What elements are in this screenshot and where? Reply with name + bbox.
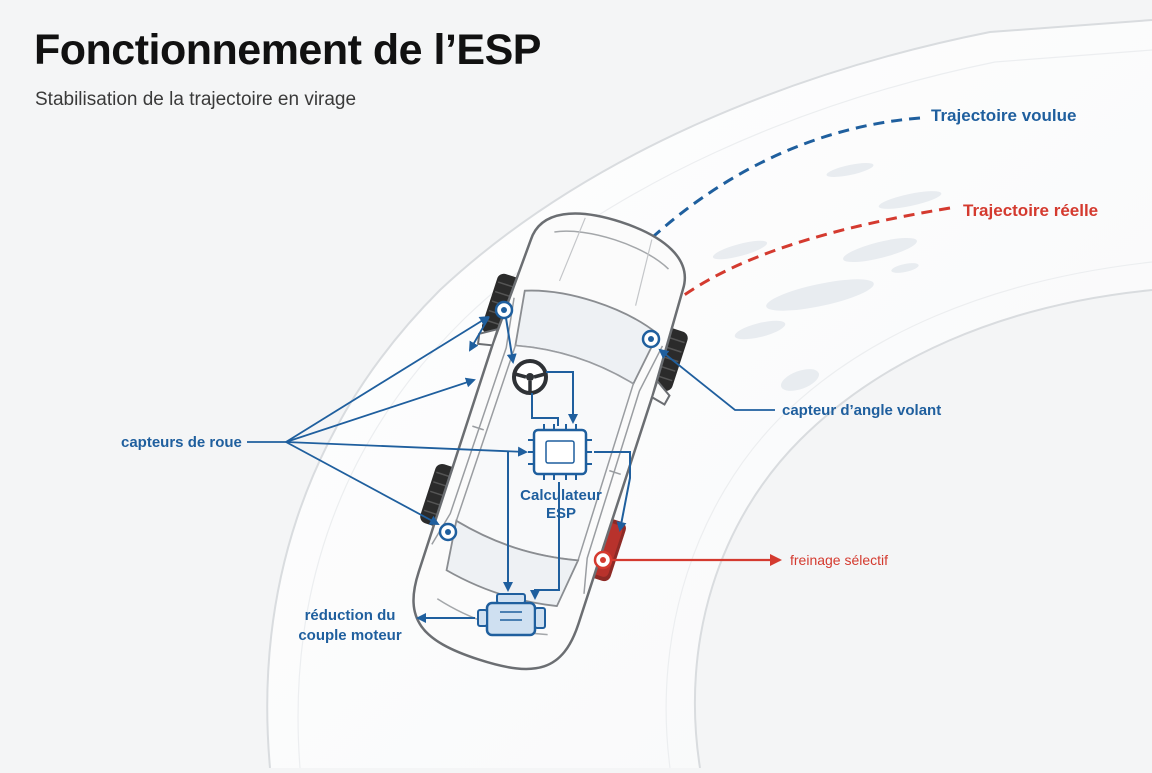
page-title: Fonctionnement de l’ESP bbox=[34, 26, 541, 74]
intended-trajectory-label: Trajectoire voulue bbox=[931, 106, 1077, 125]
selective-braking-label: freinage sélectif bbox=[790, 552, 888, 568]
torque-reduction-label-line2: couple moteur bbox=[298, 627, 402, 644]
wheel-speed-sensor-rear-left bbox=[438, 522, 458, 542]
wheel-speed-sensor-front-right bbox=[641, 329, 661, 349]
wheel-speed-sensor-front-left bbox=[494, 300, 514, 320]
steering-sensor-leader bbox=[658, 348, 775, 411]
actual-trajectory-label: Trajectoire réelle bbox=[963, 201, 1098, 220]
engine-icon bbox=[477, 593, 546, 637]
wet-patches bbox=[712, 163, 942, 391]
curved-road bbox=[266, 19, 1152, 769]
steering-wheel-icon bbox=[512, 359, 548, 395]
wheel-sensors-label: capteurs de roue bbox=[121, 434, 242, 451]
actual-trajectory-line bbox=[679, 206, 951, 300]
steering-angle-sensor-label: capteur d’angle volant bbox=[782, 402, 941, 419]
esp-ecu-chip-icon bbox=[528, 424, 592, 480]
wheel-speed-sensor-rear-right bbox=[593, 550, 613, 570]
wheel-sensor-leaders bbox=[247, 315, 528, 525]
page-subtitle: Stabilisation de la trajectoire en virag… bbox=[35, 89, 357, 110]
signal-lines bbox=[416, 317, 631, 623]
torque-reduction-label-line1: réduction du bbox=[305, 607, 396, 624]
ecu-label-line2: ESP bbox=[546, 505, 576, 522]
intended-trajectory-line bbox=[546, 116, 921, 362]
ecu-label-line1: Calculateur bbox=[520, 487, 602, 504]
